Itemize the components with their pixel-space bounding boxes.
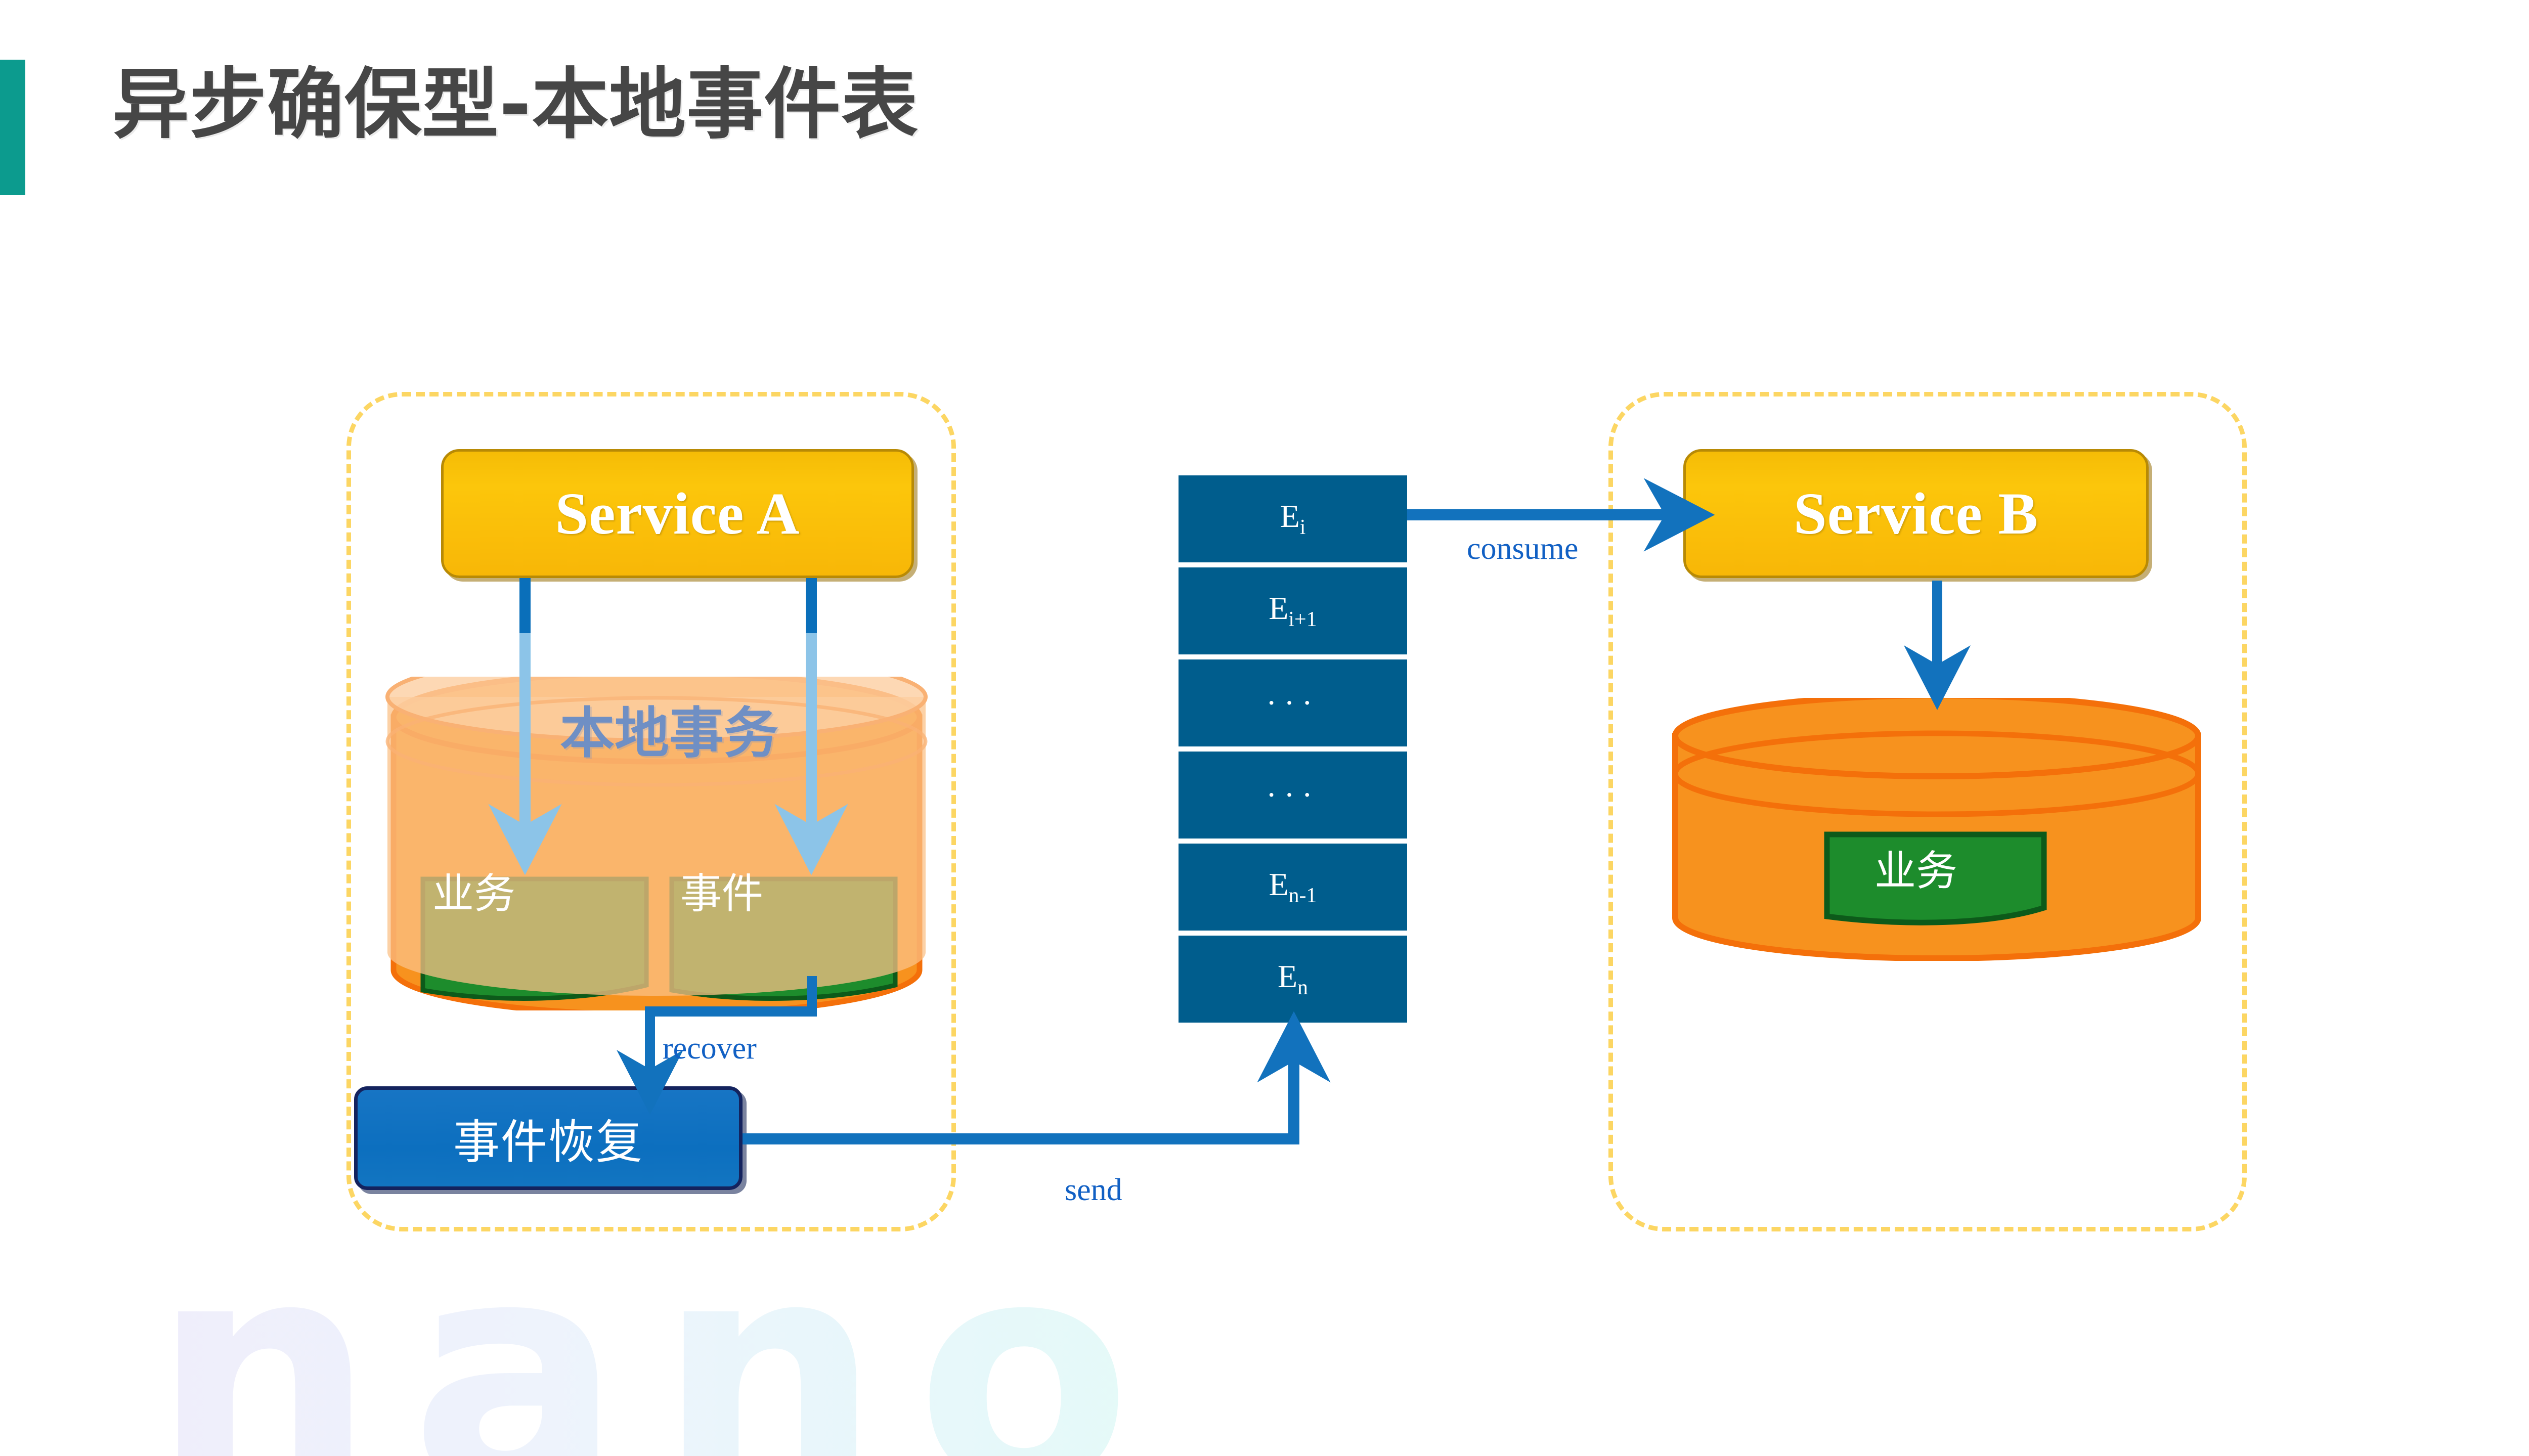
local-transaction-label: 本地事务: [560, 702, 779, 765]
queue-item-base: E: [1277, 958, 1298, 994]
edge-recover-label: recover: [663, 1031, 757, 1066]
queue-item[interactable]: ···: [1179, 659, 1407, 746]
event-recover-box[interactable]: 事件恢复: [354, 1086, 743, 1190]
queue-item[interactable]: Ei: [1179, 475, 1407, 562]
event-queue: Ei Ei+1 ··· ··· En-1 En: [1179, 475, 1407, 1028]
page-title: 异步确保型-本地事件表: [112, 60, 919, 149]
service-a-label: Service A: [555, 480, 800, 547]
queue-item-base: ···: [1266, 685, 1320, 721]
queue-item-sub: i+1: [1288, 607, 1317, 631]
service-b-label: Service B: [1793, 480, 2039, 547]
queue-item-sub: i: [1299, 515, 1306, 539]
service-a-boundary: [346, 392, 956, 1231]
title-accent-bar: [0, 60, 25, 195]
edge-consume-label: consume: [1467, 532, 1579, 566]
service-b-box[interactable]: Service B: [1683, 449, 2149, 578]
queue-item[interactable]: En: [1179, 936, 1407, 1023]
queue-item[interactable]: En-1: [1179, 844, 1407, 931]
service-b-database: [1667, 698, 2208, 961]
service-b-boundary: [1608, 392, 2247, 1231]
queue-item-base: E: [1280, 498, 1300, 534]
event-recover-label: 事件恢复: [453, 1115, 643, 1169]
edge-send-label: send: [1065, 1173, 1122, 1207]
watermark-text: nano: [152, 1218, 1167, 1456]
queue-item-base: ···: [1266, 777, 1320, 813]
queue-item[interactable]: Ei+1: [1179, 567, 1407, 654]
queue-item-sub: n-1: [1288, 884, 1317, 907]
service-a-box[interactable]: Service A: [441, 449, 914, 578]
watermark: nano: [0, 1218, 2529, 1456]
queue-item-base: E: [1269, 590, 1289, 626]
queue-item[interactable]: ···: [1179, 752, 1407, 839]
queue-item-sub: n: [1297, 976, 1309, 999]
queue-item-base: E: [1269, 866, 1289, 902]
